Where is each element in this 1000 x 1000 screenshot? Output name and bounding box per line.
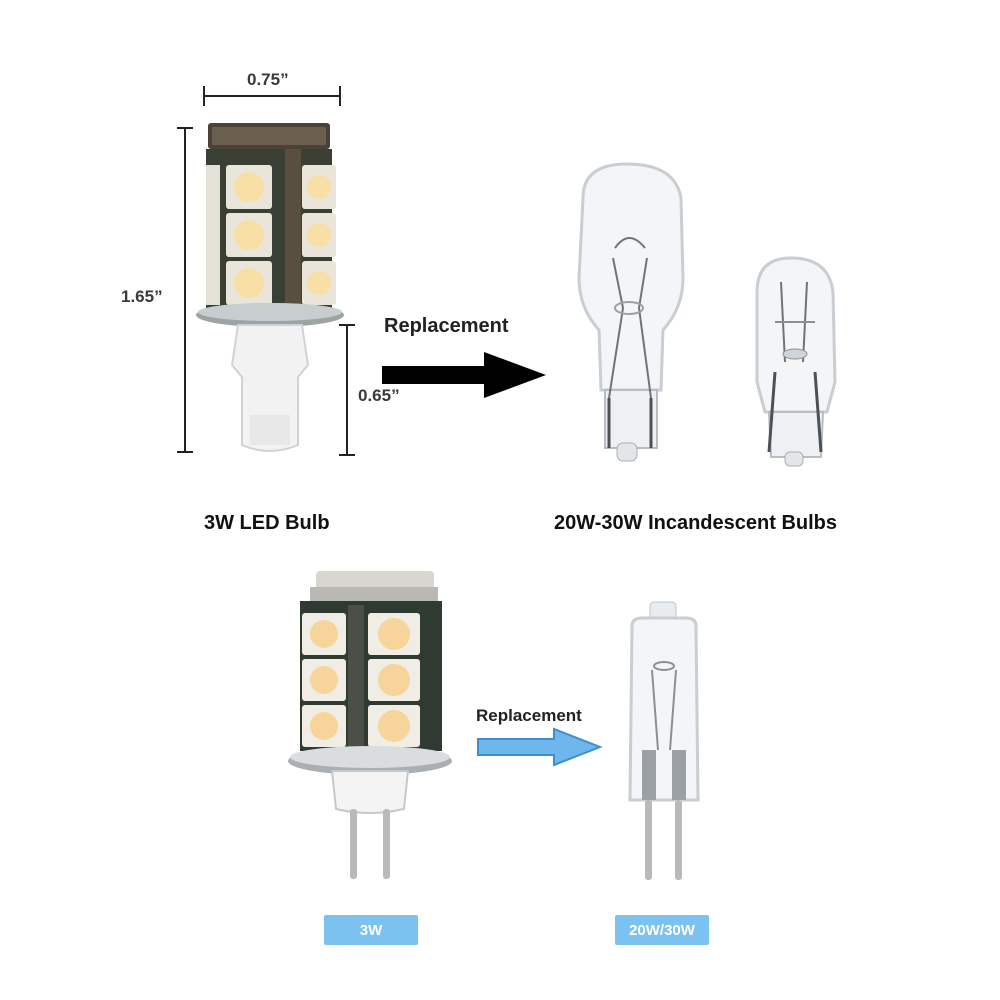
g4-halogen-bulb-icon: [628, 601, 700, 880]
t10-incandescent-bulb-icon: [577, 162, 685, 462]
led-bulb-caption: 3W LED Bulb: [204, 512, 330, 534]
g4-led-bulb-icon: [288, 571, 452, 879]
incandescent-bulbs-caption: 20W-30W Incandescent Bulbs: [554, 512, 837, 534]
led-wattage-badge: 3W: [324, 915, 418, 945]
halogen-wattage-badge: 20W/30W: [615, 915, 709, 945]
t10-led-bulb-icon: [196, 123, 344, 452]
base-dimension-label: 0.65”: [358, 386, 400, 405]
top-replacement-label: Replacement: [384, 315, 509, 337]
width-dimension-label: 0.75”: [247, 70, 289, 89]
bottom-replacement-label: Replacement: [476, 706, 582, 725]
blue-arrow-icon: [477, 727, 603, 767]
black-arrow-icon: [382, 352, 546, 398]
height-dimension-label: 1.65”: [121, 287, 163, 306]
t5-incandescent-bulb-icon: [755, 256, 837, 467]
